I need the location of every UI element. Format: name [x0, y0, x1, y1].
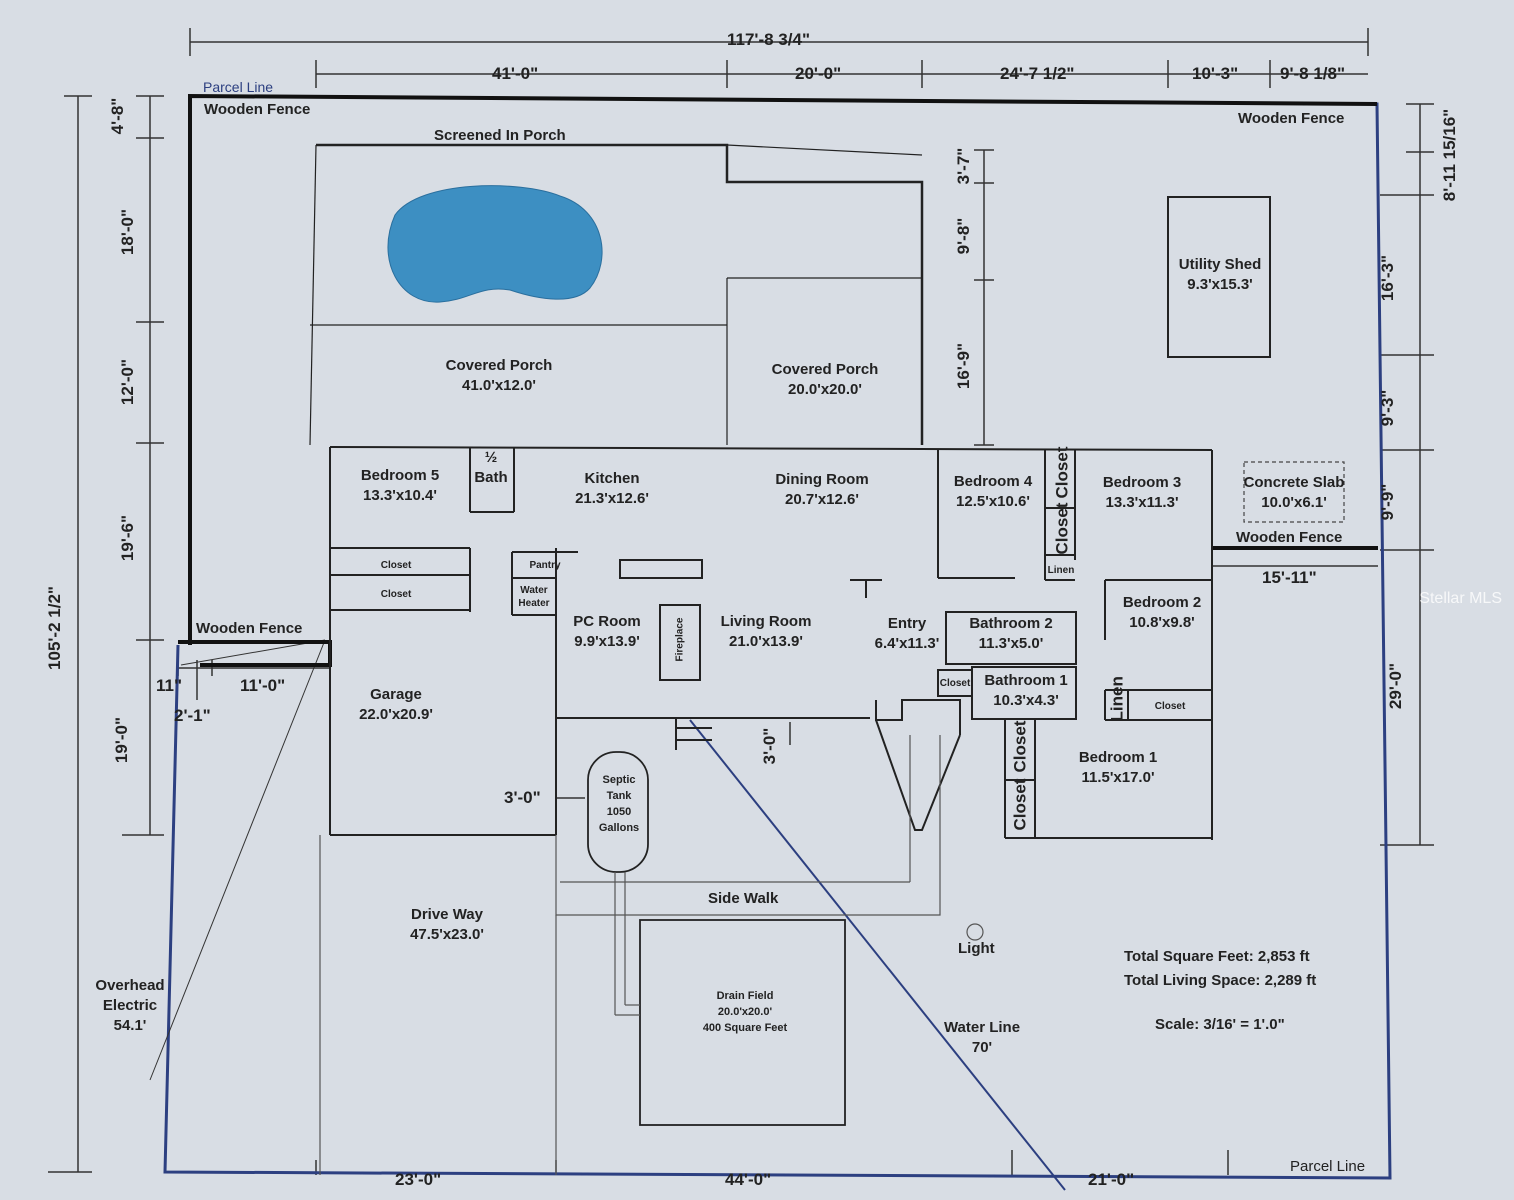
closet-bed2: Closet [1154, 701, 1186, 712]
fireplace-label: Fireplace [674, 617, 686, 662]
linen-1: Linen [1047, 565, 1075, 576]
top-dim-2: 20'-0" [795, 64, 842, 83]
fence-2ft-dim: 2'-1" [174, 706, 211, 725]
site-lines [319, 735, 984, 1175]
fence-label-left: Wooden Fence [196, 620, 303, 637]
porch-dim-low: 16'-9" [954, 342, 973, 390]
right-dim-4: 9'-9" [1378, 483, 1397, 521]
top-dim-4: 10'-3" [1192, 64, 1239, 83]
side-walk-label: Side Walk [708, 890, 779, 907]
left-dim-4: 19'-6" [118, 514, 137, 562]
utility-shed-outline [1167, 196, 1271, 358]
parcel-line-label-bottom: Parcel Line [1290, 1158, 1366, 1175]
pool [387, 185, 603, 303]
house-walls [329, 446, 1213, 840]
right-dim-1: 8'-11 15/16" [1440, 108, 1459, 202]
fence-right-dim: 15'-11" [1262, 568, 1317, 587]
left-dim-3: 12'-0" [118, 358, 137, 406]
scale-note: Scale: 3/16' = 1'.0" [1155, 1016, 1285, 1033]
closet-bath1: Closet [939, 678, 971, 689]
bottom-dim-3: 21'-0" [1088, 1170, 1135, 1189]
closet-a: Closet [380, 560, 412, 571]
left-dim-2: 18'-0" [118, 208, 137, 256]
top-dim-3: 24'-7 1/2" [1000, 64, 1075, 83]
fence-label-top-right: Wooden Fence [1238, 110, 1345, 127]
closet-bed1b: Closet [1010, 778, 1030, 831]
concrete-slab-outline [1243, 461, 1345, 523]
total-living-space: Total Living Space: 2,289 ft [1124, 972, 1317, 989]
bottom-dim-1: 23'-0" [395, 1170, 442, 1189]
closet-b: Closet [380, 589, 412, 600]
left-dim-5: 19'-0" [112, 716, 131, 764]
right-dim-3: 9'-3" [1378, 389, 1397, 427]
parcel-line-label-top: Parcel Line [203, 79, 274, 95]
septic-offset-dim: 3'-0" [504, 788, 541, 807]
overall-height-dim: 105'-2 1/2" [45, 586, 64, 670]
screened-porch-outline [309, 143, 924, 446]
fence-11ft-dim: 11'-0" [240, 676, 286, 695]
closet-bed1a: Closet [1010, 720, 1030, 773]
bottom-dim-2: 44'-0" [725, 1170, 772, 1189]
fence-label-right: Wooden Fence [1236, 529, 1343, 546]
right-dim-2: 16'-3" [1378, 254, 1397, 302]
overall-width-dim: 117'-8 3/4" [727, 30, 810, 49]
fence-11in-dim: 11" [156, 676, 183, 695]
total-square-feet: Total Square Feet: 2,853 ft [1124, 948, 1310, 965]
top-dim-5: 9'-8 1/8" [1280, 64, 1346, 83]
porch-dim-mid: 9'-8" [954, 217, 973, 255]
porch-dim-top: 3'-7" [954, 147, 973, 185]
linen-2: Linen [1107, 676, 1127, 722]
dimension-lines [48, 28, 1434, 1175]
pantry: Pantry [529, 560, 561, 571]
closet-bed3: Closet [1052, 502, 1072, 555]
left-dim-1: 4'-8" [108, 97, 127, 135]
watermark: Stellar MLS [1419, 590, 1502, 607]
closet-bed4: Closet [1052, 446, 1072, 499]
screened-porch-label: Screened In Porch [434, 127, 566, 144]
light-label: Light [958, 940, 995, 957]
top-dim-1: 41'-0" [492, 64, 539, 83]
fence-label-top-left: Wooden Fence [204, 101, 311, 118]
right-dim-5: 29'-0" [1386, 662, 1405, 710]
front-walk-dim: 3'-0" [760, 727, 779, 765]
